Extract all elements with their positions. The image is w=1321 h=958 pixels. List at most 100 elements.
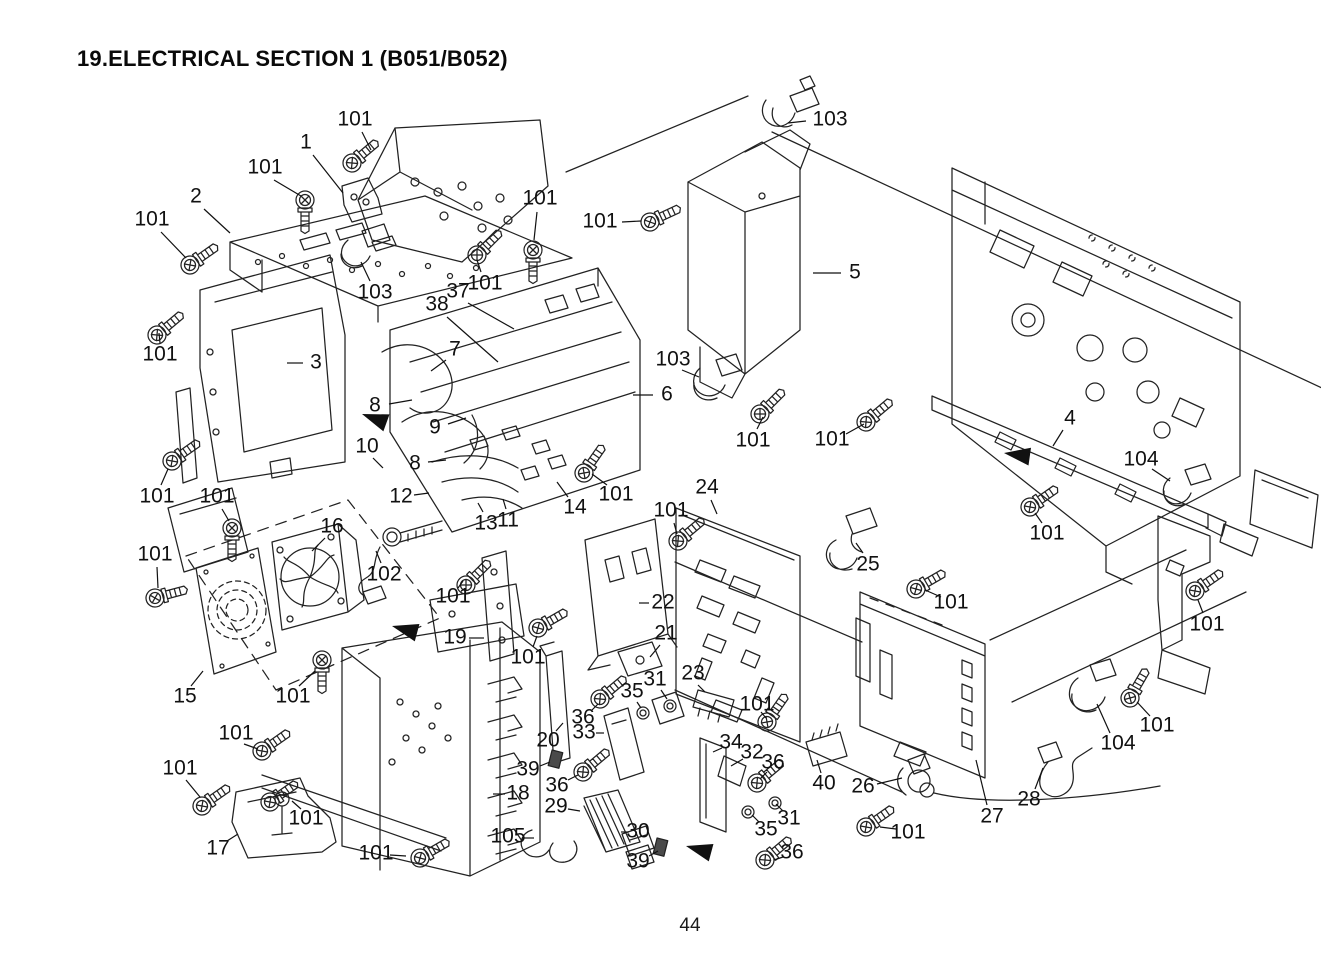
callout-label-36: 36: [780, 841, 803, 864]
callout-label-103: 103: [357, 281, 392, 304]
callout-label-8: 8: [409, 452, 421, 475]
callout-leader-line: [533, 211, 538, 241]
callout-label-105: 105: [490, 825, 525, 848]
callout-label-102: 102: [366, 563, 401, 586]
callout-leader-line: [532, 635, 538, 648]
callout-label-101: 101: [134, 208, 169, 231]
callout-leader-line: [372, 457, 384, 469]
screw-icon: [1117, 663, 1156, 711]
callout-label-26: 26: [851, 775, 874, 798]
callout-leader-line: [156, 566, 159, 589]
part-5-bracket: [687, 129, 811, 399]
callout-label-101: 101: [582, 210, 617, 233]
callout-label-101: 101: [137, 543, 172, 566]
part-25-clamp: [825, 507, 878, 571]
page-number: 44: [679, 915, 701, 936]
callout-label-101: 101: [139, 485, 174, 508]
callout-leader-line: [845, 423, 865, 435]
callout-leader-line: [816, 759, 822, 774]
callout-label-101: 101: [814, 428, 849, 451]
callout-leader-line: [375, 550, 382, 564]
part-4-rail: [931, 395, 1319, 695]
direction-arrow-icon: [683, 837, 714, 862]
callout-label-101: 101: [337, 108, 372, 131]
callout-leader-line: [1197, 599, 1204, 614]
screw-icon: [407, 832, 455, 871]
callout-label-103: 103: [812, 108, 847, 131]
screw-icon: [188, 778, 236, 820]
callout-leader-line: [712, 747, 723, 753]
callout-label-101: 101: [653, 499, 688, 522]
callout-label-101: 101: [933, 591, 968, 614]
screw-icon: [338, 133, 385, 177]
screw-icon: [143, 580, 191, 610]
screw-icon: [295, 190, 315, 235]
part-29-ribbon-cable: [583, 789, 641, 853]
callout-leader-line: [389, 854, 407, 857]
callout-label-32: 32: [740, 741, 763, 764]
fan-assembly-dashed-box: [185, 499, 441, 691]
callout-label-4: 4: [1064, 407, 1076, 430]
callout-label-17: 17: [206, 837, 229, 860]
callout-leader-line: [775, 803, 784, 812]
part-40-connector: [805, 723, 848, 767]
callout-label-11: 11: [497, 509, 519, 532]
callout-label-36: 36: [571, 706, 594, 729]
part-16-fan: [271, 523, 365, 631]
callout-label-30: 30: [626, 820, 649, 843]
callout-label-31: 31: [777, 807, 800, 830]
part-23-chip: [692, 689, 735, 723]
callout-label-10: 10: [355, 435, 378, 458]
screw-icon: [248, 723, 296, 765]
callout-label-101: 101: [510, 646, 545, 669]
callout-label-101: 101: [199, 485, 234, 508]
callout-leader-line: [160, 468, 169, 486]
part-26-harness: [897, 753, 1161, 801]
callout-label-38: 38: [425, 293, 448, 316]
callout-leader-line: [975, 759, 988, 806]
callout-leader-line: [291, 800, 302, 810]
callout-label-15: 15: [173, 685, 196, 708]
callout-label-101: 101: [1189, 613, 1224, 636]
callout-leader-line: [298, 670, 316, 687]
callout-label-9: 9: [429, 416, 441, 439]
callout-leader-line: [710, 499, 718, 515]
part-21-bracket: [617, 641, 663, 677]
callout-label-101: 101: [247, 156, 282, 179]
callout-label-25: 25: [856, 553, 879, 576]
callout-leader-line: [648, 850, 659, 857]
callout-leader-line: [477, 502, 484, 513]
callout-label-5: 5: [849, 261, 861, 284]
callout-leader-line: [924, 589, 942, 598]
screw-icon: [312, 650, 332, 695]
callout-label-18: 18: [506, 782, 529, 805]
callout-leader-line: [681, 369, 700, 378]
callout-label-27: 27: [980, 805, 1003, 828]
screw-icon: [176, 237, 224, 279]
callout-label-31: 31: [643, 668, 666, 691]
callout-leader-line: [751, 814, 760, 823]
callout-label-101: 101: [1139, 714, 1174, 737]
callout-label-101: 101: [598, 483, 633, 506]
callout-leader-line: [1034, 767, 1044, 790]
wire-harnesses-8-14: [381, 344, 523, 509]
callout-leader-line: [555, 722, 564, 732]
callout-leader-line: [467, 302, 515, 330]
screw-icon: [463, 224, 508, 269]
callout-label-35: 35: [620, 680, 643, 703]
part-22-bracket: [584, 518, 678, 671]
callout-label-35: 35: [754, 818, 777, 841]
nut-icon: [741, 805, 755, 819]
callout-label-104: 104: [1123, 448, 1158, 471]
callout-leader-line: [457, 580, 464, 589]
callout-leader-line: [311, 537, 326, 552]
callout-label-36: 36: [545, 774, 568, 797]
callout-label-101: 101: [522, 187, 557, 210]
clamp-105: [520, 829, 578, 863]
clamp-104-bottom: [1068, 658, 1117, 713]
callout-label-101: 101: [435, 585, 470, 608]
callout-label-103: 103: [655, 348, 690, 371]
callout-leader-line: [660, 689, 668, 700]
callout-leader-line: [621, 220, 642, 223]
